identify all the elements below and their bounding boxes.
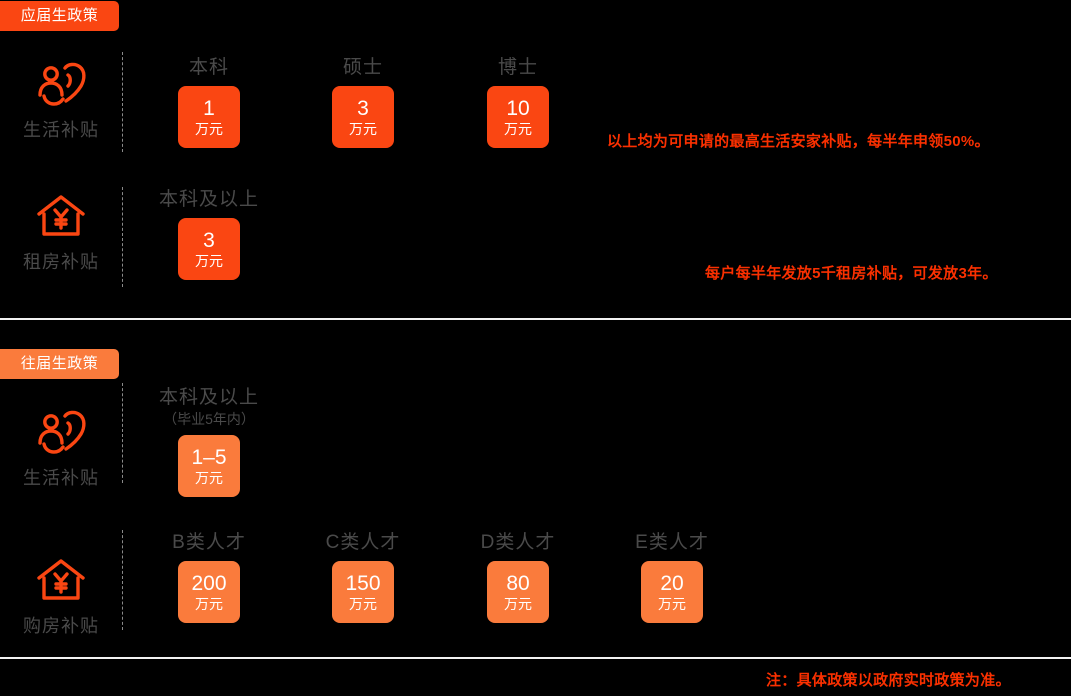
row-divider-dashed — [122, 52, 123, 152]
column-title: E类人才 — [635, 532, 709, 553]
house-yuan-icon — [8, 190, 114, 242]
amount-unit: 万元 — [658, 595, 686, 612]
amount-box: 1–5 万元 — [178, 435, 240, 497]
section-badge-fresh-graduate: 应届生政策 — [0, 1, 119, 31]
column-title: 本科及以上 — [158, 387, 259, 408]
amount-box: 10 万元 — [487, 86, 549, 148]
amount-column: E类人才 20 万元 — [602, 531, 742, 623]
amount-value: 1 — [203, 96, 215, 120]
amount-column: 本科 1 万元 — [139, 56, 279, 148]
category-life-subsidy-former: 生活补贴 — [8, 406, 114, 490]
amount-box: 3 万元 — [178, 218, 240, 280]
category-label: 生活补贴 — [23, 468, 99, 488]
amount-unit: 万元 — [195, 120, 223, 137]
amount-column: B类人才 200 万元 — [139, 531, 279, 623]
amount-value: 3 — [203, 228, 215, 252]
amount-box: 150 万元 — [332, 561, 394, 623]
category-life-subsidy-fresh: 生活补贴 — [8, 58, 114, 142]
amount-unit: 万元 — [195, 469, 223, 486]
row-divider-dashed — [122, 187, 123, 287]
column-title: C类人才 — [325, 532, 401, 553]
amount-column: 硕士 3 万元 — [293, 56, 433, 148]
amount-box: 20 万元 — [641, 561, 703, 623]
column-title: D类人才 — [480, 532, 556, 553]
amount-unit: 万元 — [195, 595, 223, 612]
amount-column: D类人才 80 万元 — [448, 531, 588, 623]
amount-unit: 万元 — [349, 595, 377, 612]
amount-value: 1–5 — [191, 445, 227, 469]
column-title: 博士 — [497, 57, 538, 78]
row-divider-dashed — [122, 383, 123, 483]
amount-value: 150 — [345, 571, 381, 595]
amount-unit: 万元 — [504, 595, 532, 612]
amount-box: 80 万元 — [487, 561, 549, 623]
amount-value: 20 — [660, 571, 684, 595]
category-label: 租房补贴 — [23, 252, 99, 272]
footer-note: 注：具体政策以政府实时政策为准。 — [766, 672, 1011, 689]
amount-value: 3 — [357, 96, 369, 120]
amount-value: 200 — [191, 571, 227, 595]
column-title: 本科及以上 — [158, 189, 259, 210]
row-note-rent-subsidy: 每户每半年发放5千租房补贴，可发放3年。 — [705, 265, 998, 282]
amount-column: 本科及以上 （毕业5年内） 1–5 万元 — [139, 386, 279, 497]
column-title: 本科 — [188, 57, 229, 78]
footer-divider — [0, 657, 1071, 659]
column-subtitle: （毕业5年内） — [163, 411, 255, 427]
row-note-life-subsidy: 以上均为可申请的最高生活安家补贴，每半年申领50%。 — [607, 133, 990, 150]
amount-box: 1 万元 — [178, 86, 240, 148]
category-home-purchase-subsidy: 购房补贴 — [8, 554, 114, 638]
section-badge-former-graduate: 往届生政策 — [0, 349, 119, 379]
amount-value: 80 — [506, 571, 530, 595]
amount-column: 博士 10 万元 — [448, 56, 588, 148]
amount-box: 3 万元 — [332, 86, 394, 148]
section-divider — [0, 318, 1071, 320]
amount-value: 10 — [506, 96, 530, 120]
row-divider-dashed — [122, 530, 123, 630]
amount-box: 200 万元 — [178, 561, 240, 623]
person-heart-icon — [8, 406, 114, 458]
house-yuan-icon — [8, 554, 114, 606]
column-title: 硕士 — [342, 57, 383, 78]
category-rent-subsidy: 租房补贴 — [8, 190, 114, 274]
person-heart-icon — [8, 58, 114, 110]
amount-column: 本科及以上 3 万元 — [139, 188, 279, 280]
amount-unit: 万元 — [195, 252, 223, 269]
amount-column: C类人才 150 万元 — [293, 531, 433, 623]
amount-unit: 万元 — [504, 120, 532, 137]
amount-unit: 万元 — [349, 120, 377, 137]
column-title: B类人才 — [172, 532, 246, 553]
category-label: 生活补贴 — [23, 120, 99, 140]
category-label: 购房补贴 — [23, 616, 99, 636]
